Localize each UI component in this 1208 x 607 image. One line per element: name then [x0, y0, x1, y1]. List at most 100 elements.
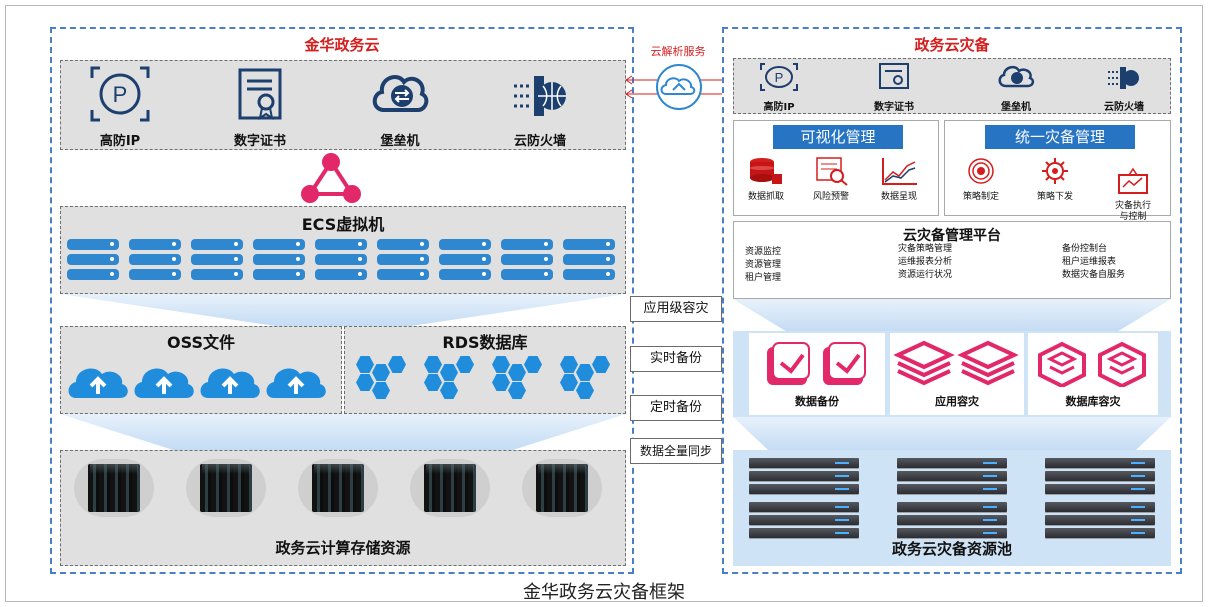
link-label: 实时备份 — [630, 346, 722, 372]
platform-item: 资源管理 — [745, 260, 782, 270]
ecs-panel: ECS虚拟机 — [60, 206, 626, 294]
unified-mgmt-title: 统一灾备管理 — [985, 125, 1135, 149]
server-icon — [129, 239, 181, 284]
server-icon — [563, 239, 615, 284]
database-dr-icon — [1038, 341, 1146, 387]
platform-col-2: 灾备策略管理 运维报表分析 资源运行状况 — [898, 243, 952, 282]
visual-item: 风险预警 — [800, 156, 862, 202]
rds-title: RDS数据库 — [442, 333, 528, 352]
dr-platform-panel: 云灾备管理平台 — [733, 221, 1171, 299]
visual-item-label: 数据呈现 — [880, 192, 917, 202]
tile-label: 应用容灾 — [935, 395, 979, 408]
dns-cloud-icon — [625, 64, 733, 110]
server-icon — [377, 239, 429, 284]
oss-cloud-icon — [134, 368, 194, 398]
security-item-bastion: 堡垒机 — [355, 66, 445, 149]
firewall-icon — [1108, 67, 1139, 89]
unified-item: 策略制定 — [948, 156, 1014, 202]
platform-item: 租户管理 — [745, 273, 782, 283]
svg-text:P: P — [775, 70, 784, 85]
security-item-cloud-firewall: 云防火墙 — [1090, 62, 1158, 113]
oss-cloud-icon — [266, 368, 326, 398]
database-icon — [750, 158, 782, 184]
security-item-high-defense-ip: P 高防IP — [745, 62, 813, 113]
server-icon — [67, 239, 119, 284]
platform-col-3: 备份控制台 租户运维报表 数据灾备自服务 — [1062, 243, 1125, 282]
right-security-panel — [733, 58, 1171, 114]
rack-server-icon — [749, 458, 859, 541]
app-dr-tile: 应用容灾 — [890, 333, 1024, 415]
security-label: 高防IP — [763, 102, 795, 113]
security-item-digital-certificate: 数字证书 — [860, 62, 928, 113]
security-label: 云防火墙 — [513, 134, 566, 149]
gear-icon — [1042, 158, 1068, 184]
flow-shadow — [733, 417, 1171, 450]
security-item-cloud-firewall: 云防火墙 — [495, 66, 585, 149]
layers-icon — [894, 340, 1019, 386]
figure-caption: 金华政务云灾备框架 — [523, 582, 685, 603]
visual-mgmt-title: 可视化管理 — [773, 125, 903, 149]
link-label: 应用级容灾 — [630, 296, 722, 322]
security-item-high-defense-ip: P 高防IP — [75, 64, 165, 149]
svg-text:P: P — [113, 82, 128, 107]
unified-item-label: 灾备执行 与控制 — [1114, 201, 1151, 222]
platform-item: 灾备策略管理 — [898, 244, 953, 254]
unified-item: 灾备执行 与控制 — [1100, 156, 1166, 234]
left-security-panel — [60, 60, 626, 150]
server-icon — [253, 239, 305, 284]
platform-item: 租户运维报表 — [1062, 257, 1117, 267]
data-backup-icon — [767, 342, 866, 385]
unified-item: 策略下发 — [1022, 156, 1088, 202]
server-icon — [501, 239, 553, 284]
rack-server-icon — [1045, 458, 1155, 541]
rack-server-icon — [186, 459, 266, 517]
oss-title: OSS文件 — [167, 333, 235, 352]
link-label: 定时备份 — [630, 395, 722, 421]
rack-server-icon — [74, 459, 154, 517]
link-label: 数据全量同步 — [630, 438, 722, 464]
platform-item: 资源监控 — [745, 247, 782, 257]
platform-item: 数据灾备自服务 — [1062, 270, 1126, 280]
compute-storage-title: 政务云计算存储资源 — [275, 539, 411, 557]
unified-item-label: 策略下发 — [1036, 192, 1073, 202]
platform-item: 运维报表分析 — [898, 257, 953, 267]
flow-shadow — [733, 299, 1171, 331]
oss-cloud-icon — [68, 368, 128, 398]
security-label: 数字证书 — [874, 102, 914, 113]
rack-server-icon — [410, 459, 490, 517]
certificate-icon — [238, 68, 282, 121]
visual-item-label: 数据抓取 — [747, 192, 784, 202]
security-label: 堡垒机 — [1001, 102, 1031, 113]
security-label: 堡垒机 — [380, 134, 420, 149]
platform-item: 资源运行状况 — [898, 270, 953, 280]
server-icon — [315, 239, 367, 284]
database-dr-tile: 数据库容灾 — [1028, 333, 1158, 415]
left-zone-title: 金华政务云 — [304, 36, 380, 54]
network-nodes-icon — [301, 153, 361, 203]
firewall-icon — [514, 76, 566, 116]
ecs-title: ECS虚拟机 — [301, 215, 385, 234]
line-chart-icon — [882, 158, 917, 185]
server-icon — [439, 239, 491, 284]
platform-title: 云灾备管理平台 — [903, 228, 1001, 244]
security-item-bastion: 堡垒机 — [982, 62, 1050, 113]
rack-server-icon — [897, 458, 1007, 541]
security-label: 云防火墙 — [1104, 102, 1144, 113]
server-icon — [191, 239, 243, 284]
bastion-cloud-icon — [372, 75, 429, 112]
security-label: 高防IP — [99, 134, 141, 149]
resource-pool-title: 政务云灾备资源池 — [891, 540, 1012, 558]
tile-label: 数据库容灾 — [1065, 395, 1121, 408]
data-backup-tile: 数据备份 — [749, 333, 885, 415]
rack-server-icon — [298, 459, 378, 517]
oss-cloud-icon — [200, 368, 260, 398]
rack-server-icon — [522, 459, 602, 517]
visual-item-label: 风险预警 — [812, 192, 849, 202]
p-shield-icon: P — [760, 63, 798, 91]
dns-label: 云解析服务 — [650, 45, 706, 58]
security-label: 数字证书 — [233, 134, 286, 149]
right-zone-title: 政务云灾备 — [914, 36, 990, 54]
certificate-icon — [879, 63, 909, 89]
unified-item-label: 策略制定 — [962, 192, 999, 202]
visual-item: 数据呈现 — [868, 156, 930, 202]
